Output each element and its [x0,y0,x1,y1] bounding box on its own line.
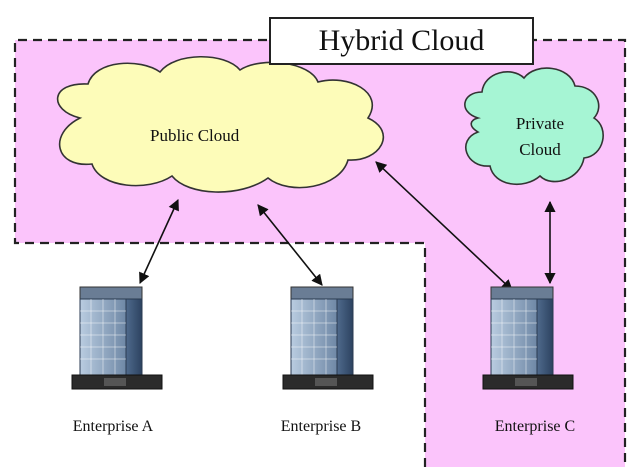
arrow-public-enterprise-c [375,161,513,291]
enterprise-a-label: Enterprise A [72,418,154,435]
enterprise-a-building-icon [71,286,163,390]
private-cloud-shape [464,67,604,185]
enterprise-b-building-icon [282,286,374,390]
arrow-public-enterprise-b [257,204,323,286]
public-cloud-label: Public Cloud [150,126,240,145]
public-cloud-shape [56,55,385,193]
arrow-public-enterprise-a [139,198,179,285]
private-cloud-label-line1: Private [515,114,565,133]
enterprise-c-label: Enterprise C [494,418,576,435]
enterprise-c-building-icon [482,286,574,390]
private-cloud-label-line2: Cloud [519,140,561,159]
diagram-title: Hybrid Cloud [269,17,534,65]
enterprise-b-label: Enterprise B [280,418,362,435]
